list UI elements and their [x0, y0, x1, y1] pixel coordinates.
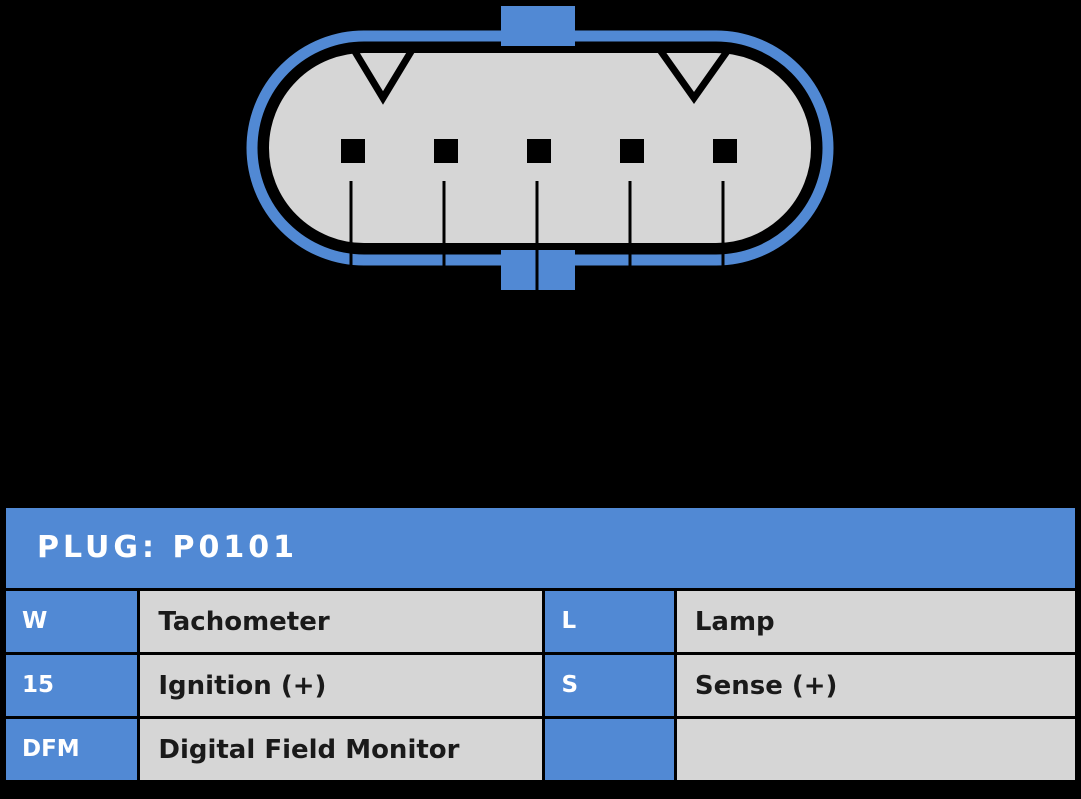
- pin-terminal-2: [434, 139, 458, 163]
- keying-notch-right-icon: [657, 47, 731, 105]
- pin-code-cell: DFM: [2, 716, 141, 783]
- pin-code-label: S: [561, 672, 579, 698]
- table-row: W Tachometer L Lamp: [2, 588, 1079, 655]
- plug-header-cell: PLUG: P0101: [3, 505, 1078, 591]
- pin-code-label: DFM: [22, 736, 80, 762]
- pin-code-cell: S: [542, 652, 677, 719]
- pin-description-cell-empty: [673, 716, 1079, 783]
- pin-description-label: Lamp: [694, 606, 775, 637]
- pin-description-label: Digital Field Monitor: [158, 734, 460, 765]
- plug-header-label: PLUG: P0101: [37, 530, 298, 565]
- keying-notch-left-icon: [351, 48, 415, 105]
- pin-description-cell: Lamp: [673, 588, 1079, 655]
- table-row: DFM Digital Field Monitor: [2, 716, 1079, 783]
- pinout-table: PLUG: P0101 W Tachometer L Lamp 15 Ignit…: [2, 505, 1079, 783]
- pin-code-label: 15: [22, 672, 55, 698]
- pin-code-cell: 15: [2, 652, 141, 719]
- pin-code-cell: W: [2, 588, 141, 655]
- pin-description-cell: Tachometer: [137, 588, 546, 655]
- pin-code-label: W: [22, 608, 48, 634]
- pin-code-label: L: [561, 608, 577, 634]
- pin-terminal-5: [713, 139, 737, 163]
- pin-terminal-1: [341, 139, 365, 163]
- pin-description-cell: Digital Field Monitor: [137, 716, 546, 783]
- pin-description-label: Sense (+): [694, 670, 838, 701]
- pin-description-label: Ignition (+): [158, 670, 327, 701]
- pin-terminal-3: [527, 139, 551, 163]
- connector-diagram: [0, 0, 1081, 300]
- table-row: 15 Ignition (+) S Sense (+): [2, 652, 1079, 719]
- pin-terminal-4: [620, 139, 644, 163]
- pin-description-cell: Ignition (+): [137, 652, 546, 719]
- table-header-row: PLUG: P0101: [3, 505, 1078, 591]
- pin-description-label: Tachometer: [158, 606, 330, 637]
- pin-code-cell: L: [542, 588, 677, 655]
- pin-description-cell: Sense (+): [673, 652, 1079, 719]
- pin-code-cell-empty: [542, 716, 677, 783]
- connector-outer-shell: [246, 30, 834, 266]
